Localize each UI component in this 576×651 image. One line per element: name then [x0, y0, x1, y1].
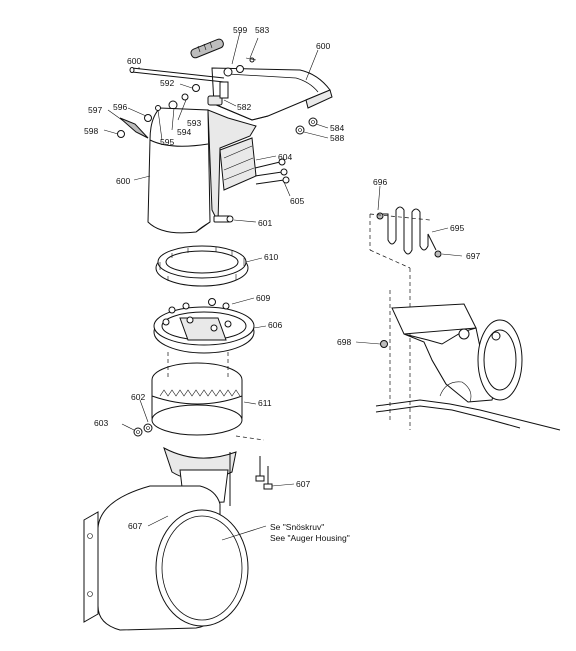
callout-600-chute: 600: [116, 176, 130, 186]
callout-602: 602: [131, 392, 145, 402]
callout-695: 695: [450, 223, 464, 233]
callout-597: 597: [88, 105, 102, 115]
detail-dashed-guides: [369, 213, 431, 430]
callout-601: 601: [258, 218, 272, 228]
callout-582: 582: [237, 102, 251, 112]
detail-spring-695: [376, 206, 442, 258]
chute-deflector: [211, 67, 333, 121]
callout-599: 599: [233, 25, 247, 35]
pivot-rod: [129, 67, 225, 83]
callout-600-deflector: 600: [316, 41, 330, 51]
note-english: See "Auger Housing": [270, 533, 350, 543]
callout-592: 592: [160, 78, 174, 88]
callout-607-lower: 607: [128, 521, 142, 531]
discharge-chute: [147, 107, 257, 234]
bolts-607-upper: [235, 435, 273, 490]
callout-604: 604: [278, 152, 292, 162]
ring-610: [155, 245, 249, 287]
plate-606: [153, 298, 255, 354]
leader-lines: [103, 31, 463, 541]
knob-597: [117, 105, 161, 139]
top-hardware: [168, 57, 257, 110]
callout-606: 606: [268, 320, 282, 330]
hinge-handle: [190, 38, 224, 59]
callout-596: 596: [113, 102, 127, 112]
washers-602-603: [133, 423, 153, 437]
callout-603: 603: [94, 418, 108, 428]
note-swedish: Se "Snöskruv": [270, 522, 324, 532]
callout-610: 610: [264, 252, 278, 262]
auger-housing: [83, 485, 249, 631]
bolt-601: [213, 215, 234, 223]
callout-607-upper: 607: [296, 479, 310, 489]
callout-labels: 599 583 600 600 592 582 597 596 593 594 …: [84, 25, 480, 531]
callout-593: 593: [187, 118, 201, 128]
callout-609: 609: [256, 293, 270, 303]
callout-697: 697: [466, 251, 480, 261]
callout-588: 588: [330, 133, 344, 143]
callout-598: 598: [84, 126, 98, 136]
gear-ring-611: [151, 352, 243, 436]
callout-583: 583: [255, 25, 269, 35]
detail-bracket: [375, 303, 561, 431]
cross-reference-note: Se "Snöskruv" See "Auger Housing": [270, 522, 350, 543]
callout-605: 605: [290, 196, 304, 206]
washers-584-588: [295, 117, 318, 135]
callout-595: 595: [160, 137, 174, 147]
callout-594: 594: [177, 127, 191, 137]
callout-696: 696: [373, 177, 387, 187]
callout-698: 698: [337, 337, 351, 347]
bolts-605: [254, 158, 290, 185]
callout-584: 584: [330, 123, 344, 133]
callout-600-rod: 600: [127, 56, 141, 66]
callout-611: 611: [258, 398, 272, 408]
